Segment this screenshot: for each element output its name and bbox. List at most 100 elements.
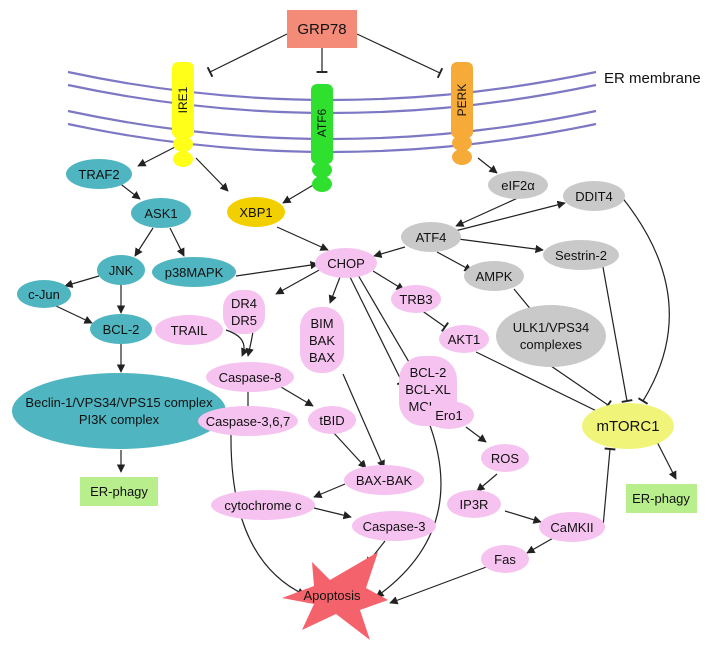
- atf6-label: ATF6: [315, 108, 329, 137]
- apoptosis-star: [282, 552, 388, 640]
- traf2-label: TRAF2: [78, 167, 119, 182]
- apoptosis-label: Apoptosis: [303, 588, 361, 603]
- edge-p38-chop: [235, 260, 319, 277]
- edge-jnk-cjun: [64, 275, 100, 288]
- baxbak-label: BAX-BAK: [356, 473, 413, 488]
- edge-dr-caspase8: [245, 330, 254, 357]
- camkii-node: CaMKII: [539, 512, 605, 542]
- edge-ask1-jnk: [134, 227, 154, 257]
- edge-atf6-xbp1: [282, 183, 316, 204]
- dr4-dr5-node: DR4 DR5: [223, 290, 265, 334]
- ero1-node: Ero1: [424, 401, 474, 429]
- ask1-label: ASK1: [144, 206, 177, 221]
- ulk1-line1: ULK1/VPS34: [513, 320, 590, 335]
- caspase3-label: Caspase-3: [363, 519, 426, 534]
- beclin-line2: PI3K complex: [79, 412, 160, 427]
- ulk1-line2: complexes: [520, 337, 583, 352]
- er-membrane-label: ER membrane: [604, 70, 701, 87]
- edge-chop-trb3: [372, 270, 405, 291]
- trb3-label: TRB3: [399, 292, 432, 307]
- cjun-label: c-Jun: [28, 287, 60, 302]
- er-phagy-left-label: ER-phagy: [90, 484, 148, 499]
- sestrin2-node: Sestrin-2: [543, 240, 619, 270]
- atf4-label: ATF4: [416, 230, 447, 245]
- edge-grp78-ire1: [206, 33, 288, 78]
- er-membrane: ER membrane: [67, 70, 701, 154]
- trb3-node: TRB3: [391, 285, 441, 313]
- edge-trail-caspase8: [225, 329, 249, 357]
- tbid-label: tBID: [319, 413, 344, 428]
- ddit4-node: DDIT4: [563, 181, 625, 211]
- edge-cjun-bcl2: [55, 305, 93, 324]
- bcl2-left-label: BCL-2: [103, 322, 140, 337]
- edge-ip3r-camkii: [504, 510, 542, 524]
- caspase8-node: Caspase-8: [206, 362, 294, 392]
- akt1-node: AKT1: [439, 325, 489, 353]
- ask1-node: ASK1: [131, 198, 191, 228]
- bcl2-left-node: BCL-2: [90, 314, 152, 344]
- cjun-node: c-Jun: [17, 280, 71, 308]
- cytc-node: cytochrome c: [211, 490, 315, 520]
- mtorc1-label: mTORC1: [596, 418, 659, 435]
- ampk-node: AMPK: [464, 261, 524, 291]
- edge-chop-bcl2: [349, 276, 408, 386]
- edge-xbp1-chop: [276, 226, 329, 251]
- ip3r-node: IP3R: [447, 490, 501, 518]
- bcl2-mid-label: BCL-2: [410, 365, 447, 380]
- chop-node: CHOP: [315, 248, 377, 278]
- edge-atf4-ampk: [436, 251, 473, 272]
- edge-sestrin-mtorc1: [600, 255, 633, 403]
- edge-cytc-caspase3: [313, 507, 352, 520]
- edge-atf4-sestrin: [457, 238, 544, 254]
- traf2-node: TRAF2: [66, 159, 132, 189]
- edge-chop-bim: [328, 276, 341, 304]
- er-phagy-right-node: ER-phagy: [626, 484, 697, 513]
- edge-atf4-ddit4: [450, 200, 566, 233]
- ip3r-label: IP3R: [460, 497, 489, 512]
- edge-grp78-perk: [356, 33, 444, 79]
- edge-trb3-akt1: [420, 309, 449, 332]
- edge-ros-ip3r: [476, 473, 498, 492]
- fas-node: Fas: [481, 545, 529, 573]
- caspase367-label: Caspase-3,6,7: [206, 414, 291, 429]
- edge-chop-dr: [275, 268, 322, 295]
- fas-label: Fas: [494, 552, 516, 567]
- edge-ire1-xbp1: [195, 157, 229, 192]
- beclin-node: Beclin-1/VPS34/VPS15 complex PI3K comple…: [12, 373, 226, 449]
- edge-camkii-mtorc1: [602, 447, 616, 528]
- edge-ero1-ros: [465, 426, 487, 443]
- caspase3-node: Caspase-3: [352, 511, 436, 541]
- edge-perk-eif2a: [477, 157, 498, 174]
- eif2a-label: eIF2α: [501, 178, 535, 193]
- dr5-label: DR5: [231, 313, 257, 328]
- sestrin2-label: Sestrin-2: [555, 248, 607, 263]
- edge-fas-apoptosis: [389, 565, 490, 605]
- bclxl-label: BCL-XL: [405, 382, 451, 397]
- caspase8-label: Caspase-8: [219, 370, 282, 385]
- grp78-node: GRP78: [287, 10, 357, 48]
- ddit4-label: DDIT4: [575, 189, 613, 204]
- edge-bcl2-apoptosis: [375, 419, 442, 598]
- apoptosis-node: Apoptosis: [282, 552, 388, 640]
- dr4-label: DR4: [231, 296, 257, 311]
- grp78-label: GRP78: [297, 21, 346, 38]
- edge-caspase367-apoptosis: [230, 434, 306, 596]
- baxbak-node: BAX-BAK: [344, 465, 424, 495]
- ampk-label: AMPK: [476, 269, 513, 284]
- atf6-receptor: ATF6: [311, 84, 333, 192]
- edge-ire1-traf2: [137, 145, 178, 167]
- edge-baxbak-cytc: [313, 483, 346, 498]
- bim-label: BIM: [310, 316, 333, 331]
- camkii-label: CaMKII: [550, 520, 593, 535]
- edge-ask1-p38: [169, 227, 185, 257]
- edge-akt1-mtorc1: [475, 351, 619, 426]
- xbp1-node: XBP1: [227, 197, 285, 227]
- jnk-label: JNK: [109, 263, 134, 278]
- ros-node: ROS: [481, 444, 529, 472]
- edge-camkii-fas: [526, 536, 556, 554]
- trail-node: TRAIL: [155, 315, 223, 345]
- p38mapk-node: p38MAPK: [152, 257, 236, 287]
- edge-atf4-chop: [373, 246, 406, 258]
